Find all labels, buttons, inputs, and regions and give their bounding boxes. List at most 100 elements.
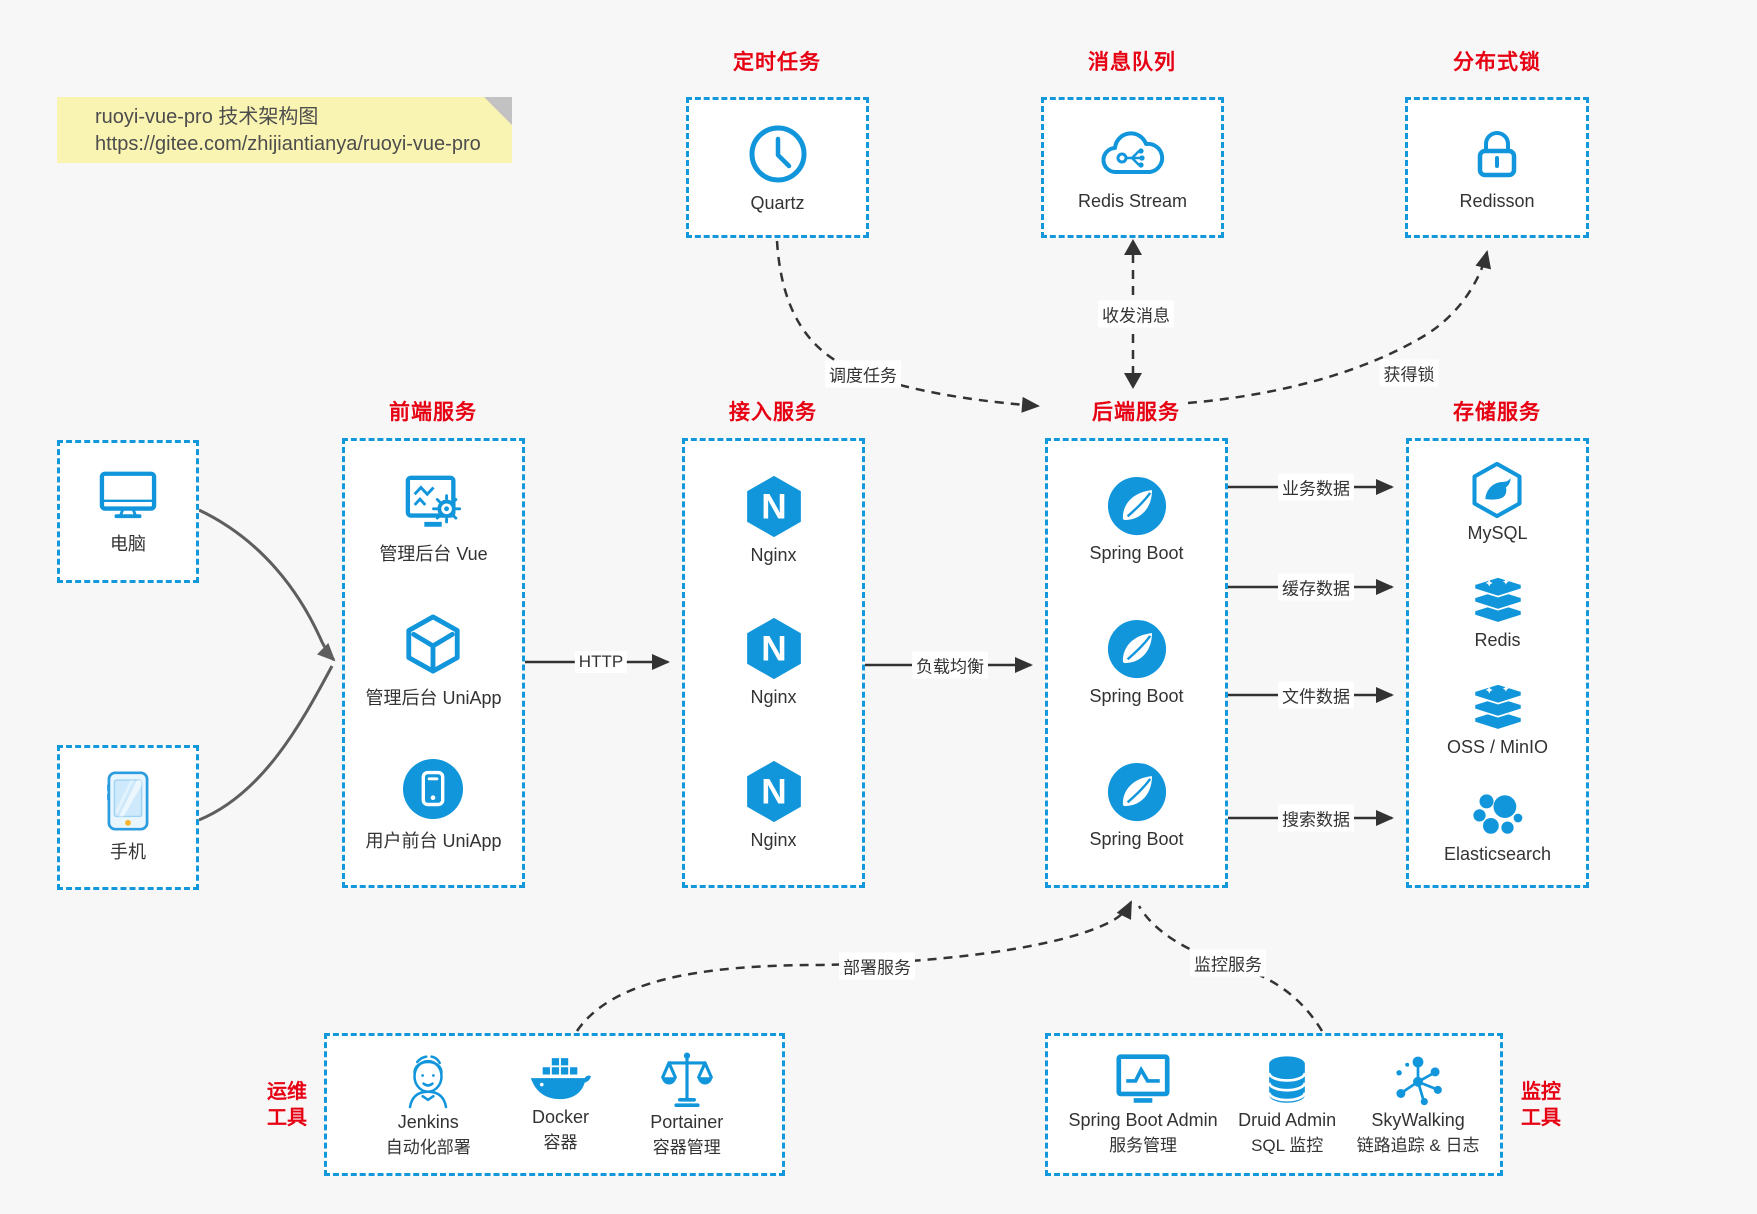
side-label-ops: 运维 工具: [258, 1079, 316, 1131]
edge-label-deploy: 部署服务: [839, 952, 915, 980]
nginx-icon: N: [746, 618, 801, 680]
node-spring-boot-3: Spring Boot: [1089, 762, 1184, 850]
node-redis: Redis: [1470, 575, 1526, 651]
docker-icon: [531, 1058, 592, 1100]
sticky-note: ruoyi-vue-pro 技术架构图 https://gitee.com/zh…: [57, 97, 512, 163]
side-label-line: 运维: [267, 1081, 307, 1103]
node-quartz: Quartz: [746, 122, 810, 214]
edge-desktop-to-frontend: [198, 508, 336, 662]
node-label: 手机: [110, 842, 146, 862]
node-sublabel: 自动化部署: [385, 1138, 471, 1157]
node-mobile: 手机: [106, 771, 150, 864]
node-label: Redis: [1474, 629, 1521, 650]
redis-icon: [1473, 575, 1522, 624]
uniapp-cube-icon: [406, 614, 461, 675]
spring-boot-admin-icon: [1116, 1054, 1170, 1103]
edge-label-load-balance: 负载均衡: [912, 651, 988, 679]
spring-boot-icon: [1107, 762, 1166, 821]
client-desktop: 电脑: [57, 440, 199, 583]
group-mq: Redis Stream: [1041, 97, 1224, 238]
node-docker: Docker 容器: [529, 1056, 592, 1153]
nginx-icon: N: [746, 761, 801, 823]
node-label: 用户前台 UniApp: [365, 831, 502, 852]
edge-label-schedule: 调度任务: [825, 360, 901, 388]
title-mq: 消息队列: [1088, 51, 1176, 74]
node-label: Spring Boot: [1089, 543, 1184, 564]
edge-label-cache-data: 缓存数据: [1278, 573, 1354, 601]
nginx-icon: N: [746, 475, 801, 537]
node-nginx-1: N Nginx: [745, 475, 803, 566]
spring-boot-icon: [1107, 477, 1166, 536]
note-url: https://gitee.com/zhijiantianya/ruoyi-vu…: [95, 133, 481, 155]
node-redisson: Redisson: [1459, 124, 1535, 212]
group-gateway: N Nginx N Nginx N Nginx: [682, 438, 865, 888]
group-monitoring: Spring Boot Admin 服务管理 Druid Admin SQL 监…: [1045, 1033, 1503, 1176]
node-spring-boot-admin: Spring Boot Admin 服务管理: [1069, 1053, 1218, 1156]
cloud-stream-icon: [1101, 130, 1165, 174]
node-desktop: 电脑: [97, 467, 159, 556]
title-scheduler: 定时任务: [733, 51, 821, 74]
node-label: SkyWalking: [1371, 1110, 1465, 1130]
message-arrowhead-down: [1124, 373, 1142, 389]
mysql-icon: [1472, 461, 1523, 518]
edge-label-acquire-lock: 获得锁: [1379, 359, 1439, 387]
title-storage: 存储服务: [1453, 401, 1541, 424]
oss-minio-icon: [1473, 683, 1522, 731]
node-nginx-3: N Nginx: [745, 760, 803, 851]
node-label: Elasticsearch: [1443, 844, 1552, 865]
client-mobile: 手机: [57, 745, 199, 890]
node-label: Nginx: [750, 830, 797, 851]
node-label: Docker: [531, 1107, 589, 1127]
message-arrowhead-up: [1124, 239, 1142, 255]
clock-icon: [749, 125, 806, 182]
nginx-letter: N: [761, 487, 786, 526]
group-backend: Spring Boot Spring Boot Spring Boot: [1045, 438, 1228, 888]
edge-deploy: [575, 900, 1133, 1032]
node-spring-boot-1: Spring Boot: [1089, 476, 1184, 564]
node-label: MySQL: [1467, 522, 1528, 543]
edge-label-monitor: 监控服务: [1190, 949, 1266, 977]
mobile-icon: [107, 771, 149, 831]
side-label-monitoring: 监控 工具: [1512, 1079, 1570, 1131]
node-portainer: Portainer 容器管理: [650, 1051, 723, 1158]
node-spring-boot-2: Spring Boot: [1089, 619, 1184, 707]
node-admin-uniapp: 管理后台 UniApp: [365, 613, 502, 710]
node-sublabel: 链路追踪 & 日志: [1356, 1136, 1480, 1155]
edge-label-message: 收发消息: [1098, 300, 1174, 328]
group-ops: Jenkins 自动化部署 Docker 容器: [324, 1033, 785, 1176]
admin-vue-icon: [405, 475, 461, 527]
node-user-uniapp: 用户前台 UniApp: [365, 758, 502, 853]
node-label: Portainer: [650, 1112, 724, 1132]
nginx-letter: N: [761, 773, 786, 812]
node-druid-admin: Druid Admin SQL 监控: [1238, 1053, 1336, 1156]
side-label-line: 工具: [267, 1107, 307, 1129]
node-label: 管理后台 Vue: [379, 543, 488, 564]
nginx-letter: N: [761, 630, 786, 669]
user-app-icon: [403, 759, 464, 820]
node-label: Spring Boot Admin: [1068, 1110, 1218, 1130]
edge-label-http: HTTP: [574, 651, 628, 673]
node-label: Redisson: [1459, 190, 1535, 211]
spring-boot-icon: [1107, 619, 1166, 679]
node-label: Nginx: [750, 687, 797, 708]
title-backend: 后端服务: [1092, 401, 1180, 424]
node-oss-minio: OSS / MinIO: [1447, 682, 1548, 758]
edge-schedule: [775, 240, 1040, 413]
group-scheduler: Quartz: [686, 97, 869, 238]
node-label: Spring Boot: [1089, 685, 1184, 706]
node-redis-stream: Redis Stream: [1078, 124, 1187, 212]
side-label-line: 监控: [1521, 1081, 1561, 1103]
jenkins-icon: [408, 1055, 448, 1109]
node-sublabel: 容器管理: [652, 1138, 721, 1157]
node-label: OSS / MinIO: [1446, 737, 1549, 758]
node-label: Quartz: [750, 192, 805, 213]
node-elasticsearch: Elasticsearch: [1444, 789, 1551, 865]
node-label: Spring Boot: [1089, 828, 1184, 849]
node-jenkins: Jenkins 自动化部署: [386, 1051, 471, 1158]
node-mysql: MySQL: [1467, 461, 1528, 544]
edge-label-search-data: 搜索数据: [1278, 804, 1354, 832]
node-sublabel: 容器: [543, 1133, 578, 1152]
side-label-line: 工具: [1521, 1107, 1561, 1129]
node-label: Jenkins: [397, 1112, 459, 1132]
